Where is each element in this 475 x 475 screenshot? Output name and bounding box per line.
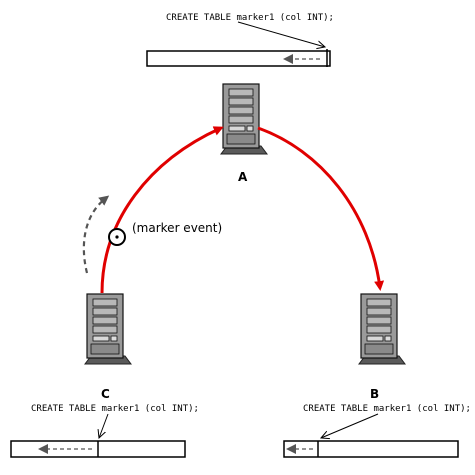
server-a-icon [220, 83, 268, 155]
replication-arrow-c-to-a [100, 126, 224, 294]
sql-statement-right: CREATE TABLE marker1 (col INT); [303, 404, 471, 414]
event-direction-arrow [82, 195, 110, 274]
server-a-label: A [238, 170, 248, 184]
server-b-label: B [370, 387, 379, 401]
server-b-icon [358, 293, 406, 365]
server-c-label: C [101, 387, 110, 401]
sql-statement-top: CREATE TABLE marker1 (col INT); [166, 13, 334, 23]
sql-pointer-left [99, 413, 109, 438]
replication-arrow-a-to-b [257, 126, 385, 291]
sql-statement-left: CREATE TABLE marker1 (col INT); [31, 404, 199, 414]
marker-event-label: (marker event) [132, 221, 222, 235]
log-bar-right [283, 440, 459, 458]
server-c-icon [84, 293, 132, 365]
marker-event-dot [115, 235, 119, 239]
sql-pointer-right [321, 413, 379, 438]
sql-pointer-top [237, 21, 325, 47]
